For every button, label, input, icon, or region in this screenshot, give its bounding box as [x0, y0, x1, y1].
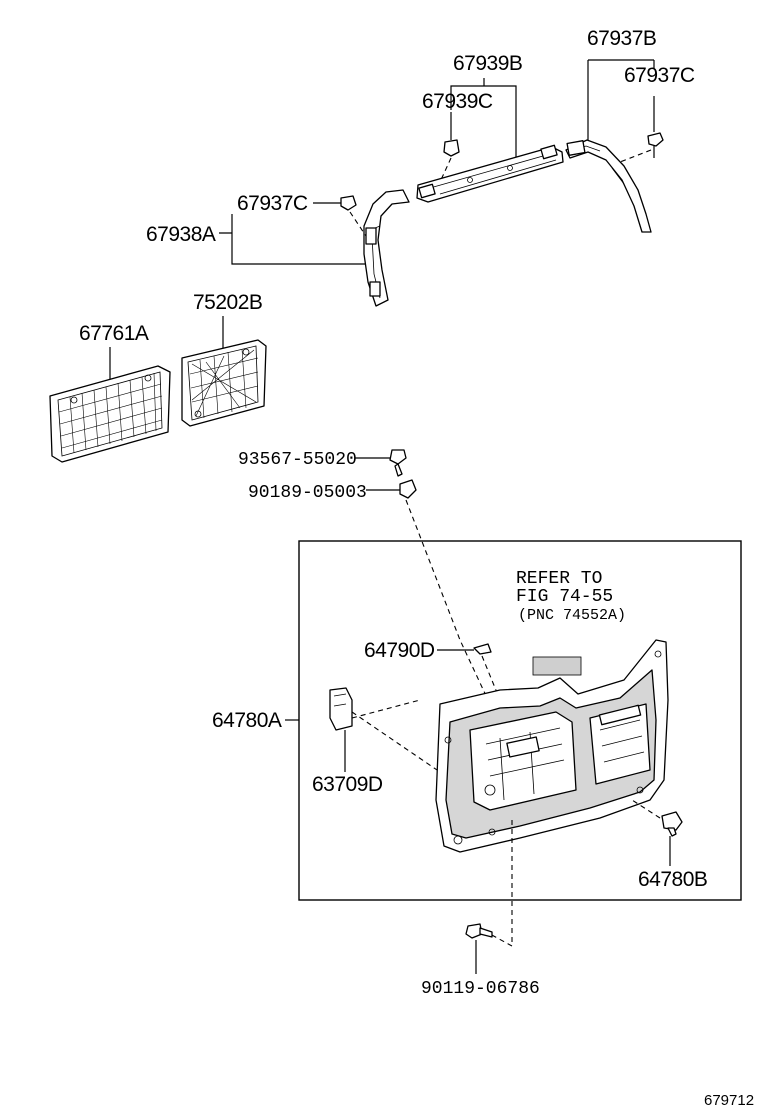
label-67937B: 67937B: [587, 27, 656, 50]
figure-number: 679712: [704, 1092, 754, 1109]
label-67761A: 67761A: [79, 322, 149, 345]
part-67938A-trim: [363, 189, 410, 307]
dash-90119: [489, 820, 513, 947]
part-63709D-handle: [329, 687, 353, 731]
leader-67937B: [587, 59, 655, 140]
refer-line2: FIG 74-55: [516, 587, 613, 607]
part-90119-bolt: [465, 923, 493, 939]
part-75202B-mesh: [181, 339, 267, 427]
dash-67937C-top: [619, 149, 652, 163]
part-64780A-door-panel: [435, 639, 669, 853]
label-67937C-left: 67937C: [237, 192, 308, 215]
part-67937C-clip-top: [647, 132, 664, 158]
part-64780B-clip: [661, 811, 683, 837]
label-90119-06786: 90119-06786: [421, 979, 540, 999]
leader-67939B: [450, 78, 517, 160]
label-67938A: 67938A: [146, 223, 216, 246]
label-90189-05003: 90189-05003: [248, 483, 367, 503]
label-67937C-top: 67937C: [624, 64, 695, 87]
part-67939C-clip: [443, 112, 460, 157]
label-64790D: 64790D: [364, 639, 435, 662]
part-64790D-clip: [473, 643, 492, 655]
dash-67937C-left: [349, 211, 367, 237]
label-75202B: 75202B: [193, 291, 262, 314]
label-67939B: 67939B: [453, 52, 522, 75]
dash-90189: [405, 499, 489, 701]
leader-67938A: [219, 214, 368, 265]
label-64780B: 64780B: [638, 868, 707, 891]
part-67937C-clip-left: [340, 195, 357, 211]
label-67939C: 67939C: [422, 90, 493, 113]
refer-label-sticker: [532, 656, 582, 676]
label-93567-55020: 93567-55020: [238, 450, 357, 470]
dash-64780B: [631, 799, 661, 819]
part-67939B-trim: [416, 144, 564, 203]
refer-line3: (PNC 74552A): [518, 607, 626, 624]
part-93567-screw: [389, 449, 407, 477]
part-67761A-grid: [49, 365, 171, 463]
label-64780A: 64780A: [212, 709, 282, 732]
part-67937B-trim: [565, 139, 652, 233]
part-90189-clip: [399, 479, 417, 499]
refer-line1: REFER TO: [516, 569, 602, 589]
label-63709D: 63709D: [312, 773, 383, 796]
